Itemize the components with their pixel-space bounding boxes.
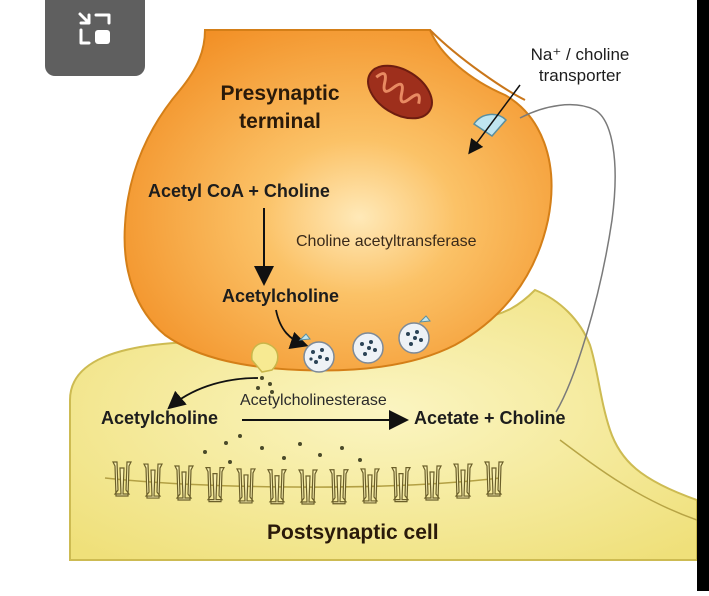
release-arrow <box>167 377 259 410</box>
receptor-channel <box>360 468 380 504</box>
screen-edge <box>697 0 709 591</box>
vesicle-loading-arrow <box>275 309 309 349</box>
receptor-channel <box>422 465 442 501</box>
vesicle <box>398 315 431 354</box>
postsynaptic-cell-label: Postsynaptic cell <box>267 521 439 544</box>
exit-fullscreen-icon <box>78 12 111 45</box>
presynaptic-label-line1: Presynaptic <box>220 82 340 105</box>
axon-edge <box>429 29 526 101</box>
exit-fullscreen-button[interactable] <box>45 0 145 76</box>
transporter-label-line2: transporter <box>538 66 622 85</box>
synapse-diagram: Presynaptic terminal Acetyl CoA + Cholin… <box>69 29 698 561</box>
synapse-illustration <box>69 29 698 561</box>
receptor-channel <box>329 469 349 505</box>
acetyl-coa-choline-label: Acetyl CoA + Choline <box>148 181 330 201</box>
acetylcholinesterase-label: Acetylcholinesterase <box>240 392 387 409</box>
receptor-channel <box>298 469 318 505</box>
receptor-channel <box>484 461 504 497</box>
choline-acetyltransferase-label: Choline acetyltransferase <box>296 233 477 250</box>
acetylcholine-cleft-label: Acetylcholine <box>101 408 219 428</box>
vesicle <box>352 332 384 364</box>
vesicle <box>303 341 335 373</box>
presynaptic-terminal-label: Presynaptic terminal <box>205 80 355 136</box>
receptor-channel <box>112 461 132 497</box>
receptor-channel <box>174 465 194 501</box>
fusing-vesicle <box>251 342 279 373</box>
receptor-channel <box>205 467 225 503</box>
receptor-channel <box>267 469 287 505</box>
receptor-channel <box>453 463 473 499</box>
mitochondrion <box>367 64 433 120</box>
receptor-channel <box>236 468 256 504</box>
choline-reuptake-line <box>519 103 616 413</box>
transporter-label-line1: Na⁺ / choline <box>530 45 630 64</box>
receptor-channel <box>391 467 411 503</box>
acetylcholine-receptors <box>112 461 504 505</box>
postsynaptic-membrane-line <box>559 439 698 521</box>
transporter-label-arrow <box>468 84 521 155</box>
acetylcholine-presynaptic-label: Acetylcholine <box>222 286 340 306</box>
acetylcholine-molecules <box>203 376 362 464</box>
acetate-choline-label: Acetate + Choline <box>414 408 566 428</box>
presynaptic-label-line2: terminal <box>239 110 321 133</box>
transporter-label: Na⁺ / choline transporter <box>510 44 650 86</box>
receptor-channel <box>143 463 163 499</box>
vesicle-transporter <box>298 333 311 341</box>
